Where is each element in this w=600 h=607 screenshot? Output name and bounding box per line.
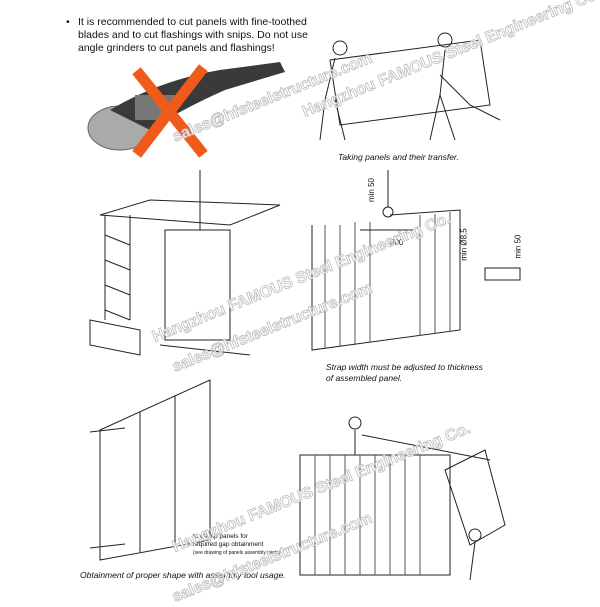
dim-min50-top: min 50	[367, 177, 377, 203]
caption-shape: Obtainment of proper shape with assembly…	[80, 570, 286, 580]
clamp-note: to clamp panels for required gap obtainm…	[193, 533, 281, 556]
caption-strap: Strap width must be adjusted to thicknes…	[326, 362, 483, 383]
dim-min50-side: min 50	[513, 234, 523, 259]
dim-diameter: min Ø8,5	[459, 228, 469, 261]
scaffolding-installation-drawing	[89, 170, 281, 356]
panel-clamping-drawing	[89, 379, 211, 561]
prohibited-cross-icon	[132, 64, 208, 158]
panel-lifting-strap-drawing	[311, 170, 521, 351]
dim-800: 800	[390, 238, 404, 247]
cutting-instruction: • It is recommended to cut panels with f…	[66, 16, 308, 54]
workers-carrying-panel-drawing	[319, 32, 501, 141]
caption-transfer: Taking panels and their transfer.	[338, 152, 459, 162]
panel-raising-drawing	[299, 416, 506, 581]
